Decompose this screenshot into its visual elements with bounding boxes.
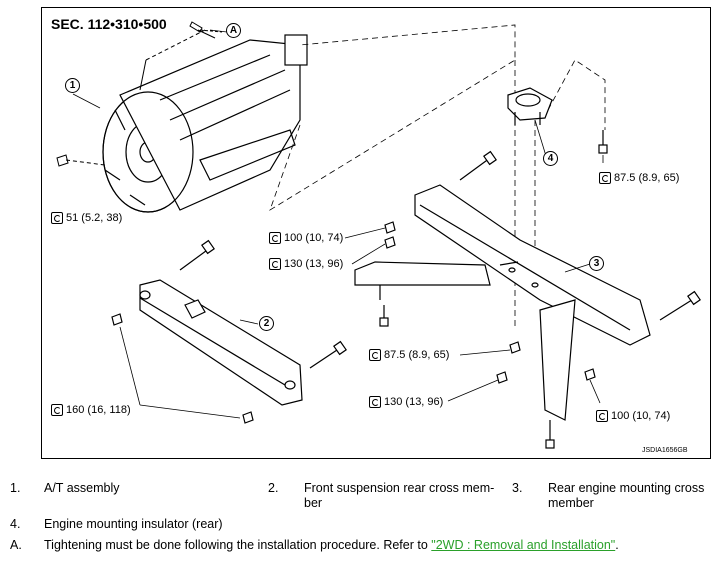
callout-2: 2 bbox=[259, 316, 274, 331]
legend-num: 3. bbox=[512, 481, 523, 495]
torque-wrench-icon bbox=[269, 232, 281, 244]
torque-label-rear-cross-member: 100 (10, 74) bbox=[596, 410, 670, 422]
torque-wrench-icon bbox=[369, 396, 381, 408]
legend-text: A/T assembly bbox=[44, 481, 120, 495]
torque-label-insulator: 87.5 (8.9, 65) bbox=[599, 172, 679, 184]
front-suspension-cross-member-drawing bbox=[111, 239, 347, 424]
torque-value: 100 (10, 74) bbox=[284, 232, 344, 244]
torque-label-cross-member-upper: 100 (10, 74) bbox=[269, 232, 343, 244]
torque-wrench-icon bbox=[269, 258, 281, 270]
bolt-a-drawing bbox=[139, 21, 223, 91]
torque-wrench-icon bbox=[596, 410, 608, 422]
torque-value: 160 (16, 118) bbox=[66, 404, 131, 416]
torque-value: 51 (5.2, 38) bbox=[66, 212, 123, 224]
legend-num: 4. bbox=[10, 517, 21, 531]
section-title: SEC. 112•310•500 bbox=[51, 16, 167, 32]
torque-wrench-icon bbox=[51, 404, 63, 416]
torque-label-front-cross-member: 160 (16, 118) bbox=[51, 404, 131, 416]
torque-value: 130 (13, 96) bbox=[284, 258, 344, 270]
callout-1: 1 bbox=[65, 78, 80, 93]
engine-mounting-insulator-drawing bbox=[507, 87, 608, 154]
torque-value: 87.5 (8.9, 65) bbox=[614, 172, 680, 184]
callout-a: A bbox=[226, 23, 241, 38]
torque-label-at-bolt: 51 (5.2, 38) bbox=[51, 212, 122, 224]
link-suffix: . bbox=[615, 538, 619, 552]
torque-wrench-icon bbox=[369, 349, 381, 361]
legend-num: A. bbox=[10, 538, 22, 552]
torque-value: 130 (13, 96) bbox=[384, 396, 444, 408]
legend-text: Engine mounting insulator (rear) bbox=[44, 517, 223, 531]
removal-installation-link[interactable]: "2WD : Removal and Installation" bbox=[431, 538, 616, 552]
torque-wrench-icon bbox=[599, 172, 611, 184]
legend-text: Rear engine mounting cross member bbox=[548, 481, 705, 510]
torque-label-mount-nut: 87.5 (8.9, 65) bbox=[369, 349, 449, 361]
legend-num: 1. bbox=[10, 481, 21, 495]
legend-text: Tightening must be done following the in… bbox=[44, 538, 432, 552]
image-code: JSDIA1656GB bbox=[642, 447, 688, 454]
legend-num: 2. bbox=[268, 481, 279, 495]
legend-note: Tightening must be done following the in… bbox=[44, 538, 619, 553]
torque-value: 100 (10, 74) bbox=[611, 410, 671, 422]
bolt-at-left-drawing bbox=[56, 154, 106, 167]
at-assembly-drawing bbox=[102, 34, 308, 213]
torque-wrench-icon bbox=[51, 212, 63, 224]
rear-engine-mount-cross-member-drawing bbox=[354, 150, 701, 449]
leader-lines bbox=[72, 29, 604, 419]
torque-label-mount-lower: 130 (13, 96) bbox=[369, 396, 443, 408]
callout-4: 4 bbox=[543, 151, 558, 166]
callout-3: 3 bbox=[589, 256, 604, 271]
torque-value: 87.5 (8.9, 65) bbox=[384, 349, 450, 361]
legend-text: Front suspension rear cross mem- ber bbox=[304, 481, 495, 510]
torque-label-cross-member-lower: 130 (13, 96) bbox=[269, 258, 343, 270]
